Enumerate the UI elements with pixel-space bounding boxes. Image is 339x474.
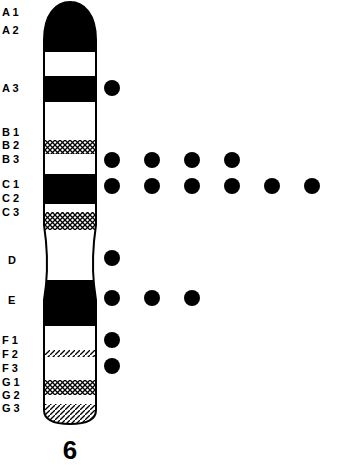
band-label: F 3	[2, 362, 18, 374]
band-label: B 2	[2, 139, 19, 151]
band-label: B 3	[2, 153, 19, 165]
band-label: G 1	[2, 376, 20, 388]
band-label: F 2	[2, 348, 18, 360]
band-label: A 2	[2, 24, 19, 36]
band-label: D	[8, 254, 16, 266]
band-label: A 1	[2, 6, 19, 18]
chromosome-outline	[44, 2, 96, 424]
band-label: C 3	[2, 206, 19, 218]
band-label: F 1	[2, 334, 18, 346]
chromosome-number: 6	[63, 436, 77, 464]
band-label: B 1	[2, 126, 19, 138]
band-label: E	[8, 294, 15, 306]
band-label: G 2	[2, 389, 20, 401]
band-label: A 3	[2, 82, 19, 94]
locus-dots	[104, 80, 320, 374]
band-label: G 3	[2, 402, 20, 414]
band-label: C 2	[2, 192, 19, 204]
chromosome-bands	[40, 0, 100, 426]
band-label: C 1	[2, 178, 19, 190]
